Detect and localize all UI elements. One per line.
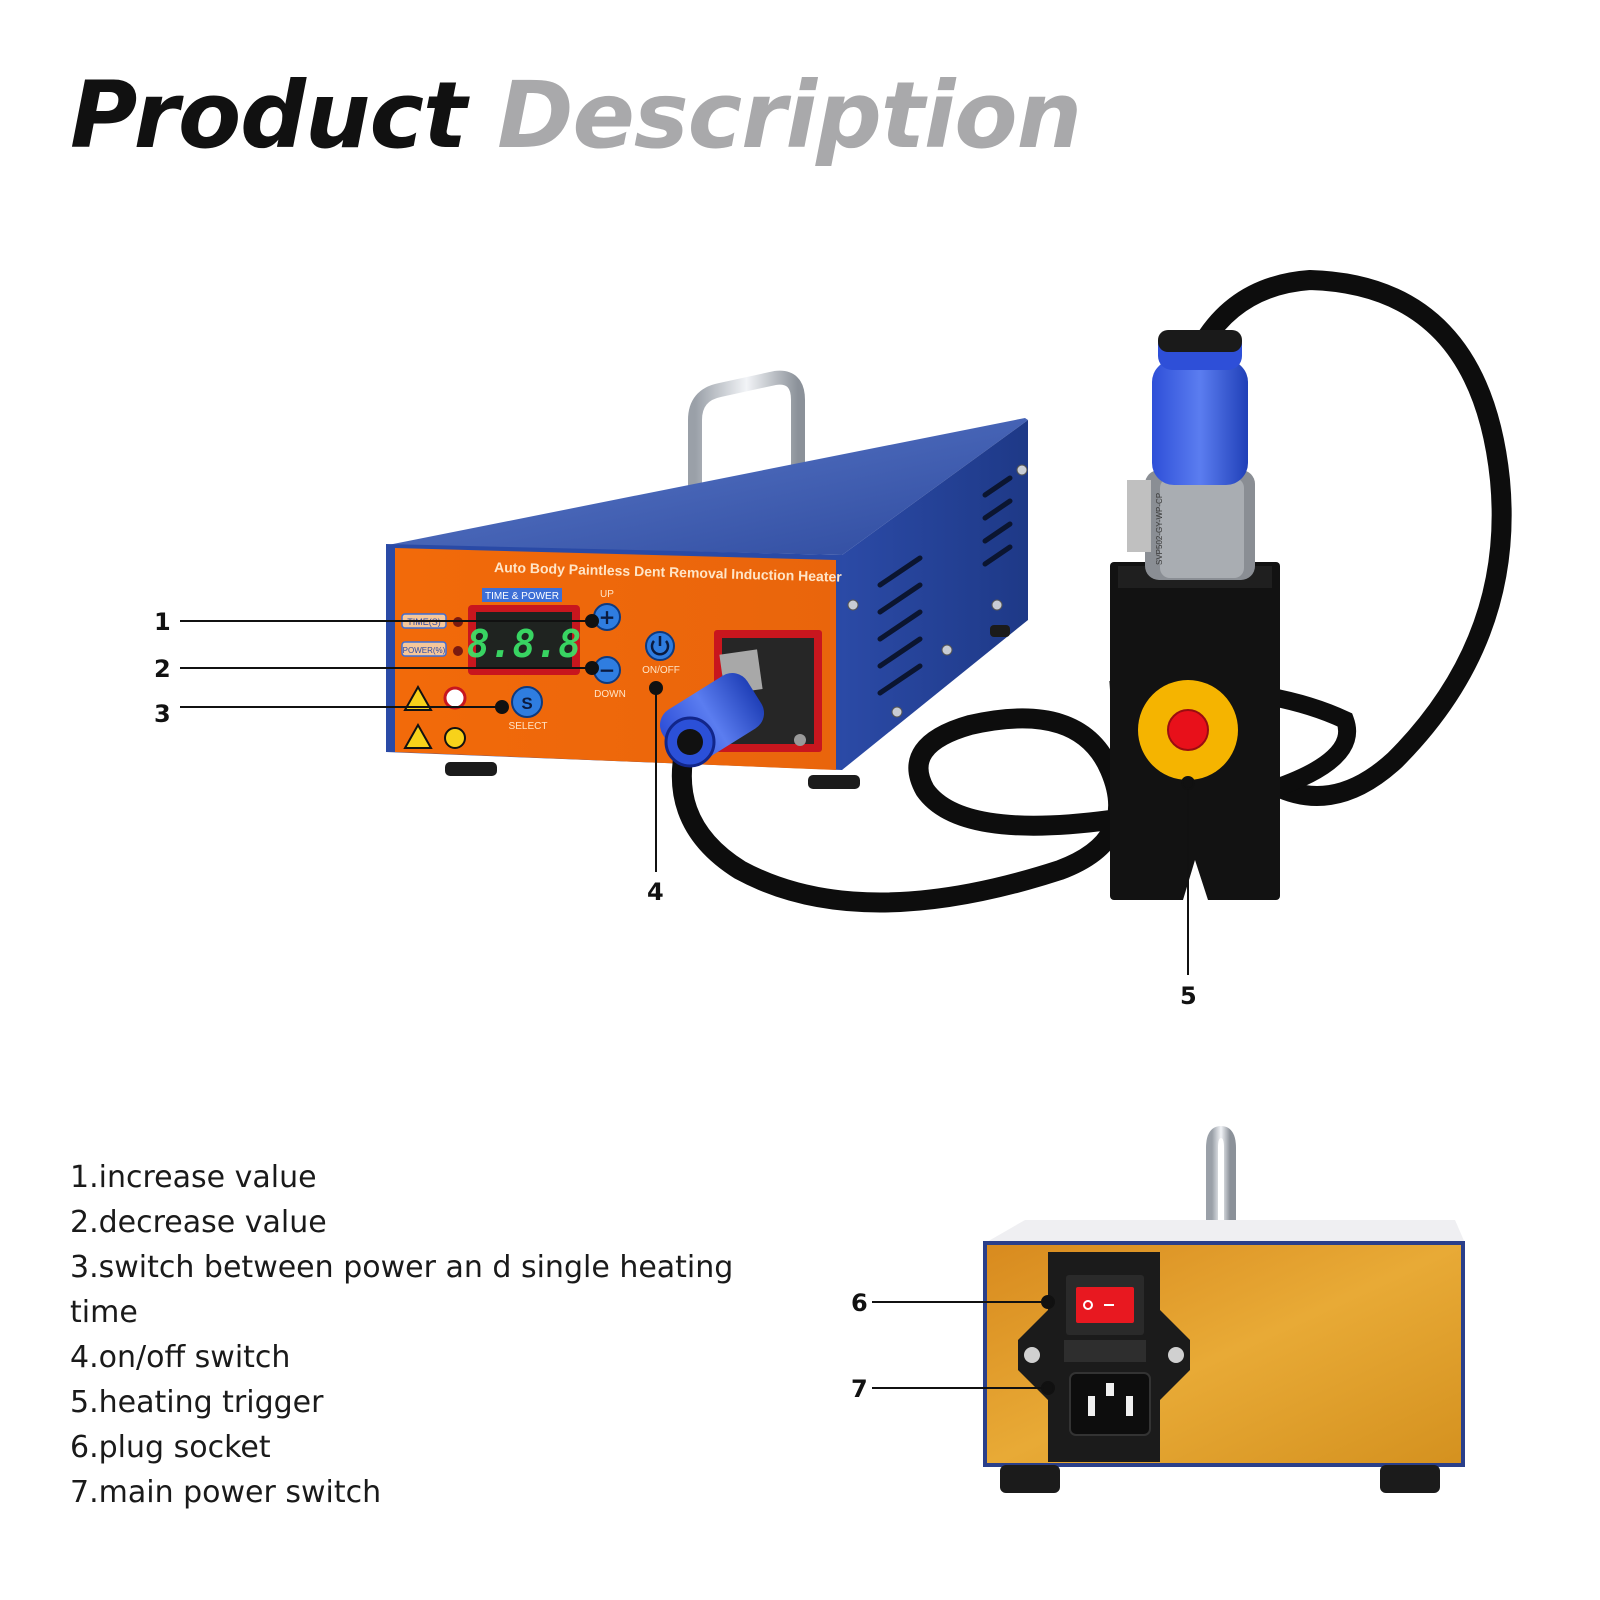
callout-7: 7 [851, 1375, 868, 1403]
prohibited-icon [443, 686, 467, 710]
select-letter: S [521, 694, 532, 713]
list-item: 7.main power switch [70, 1475, 382, 1510]
callout-3: 3 [154, 700, 171, 728]
fuse-holder [1064, 1340, 1146, 1362]
display-header: TIME & POWER [485, 591, 559, 602]
cable-print: SVP502-GY-WP-CP [1155, 493, 1164, 565]
side-screws [847, 464, 1028, 718]
chassis-side [842, 420, 1028, 770]
callout-5: 5 [1180, 982, 1197, 1010]
list-item: 6.plug socket [70, 1430, 271, 1465]
warning-icon-2 [403, 722, 433, 749]
title-word-description: Description [497, 62, 1082, 169]
plus-icon: + [599, 605, 616, 629]
rear-foot [1380, 1465, 1440, 1493]
callout-2: 2 [154, 655, 171, 683]
minus-icon: − [599, 658, 616, 682]
power-indicator-bg [401, 641, 447, 657]
callout-lines [180, 614, 1195, 1395]
title-word-product: Product [70, 62, 467, 169]
callout-4: 4 [647, 878, 664, 906]
power-icon [650, 640, 670, 656]
info-icon [444, 727, 466, 749]
onoff-button[interactable] [645, 631, 675, 661]
warning-icon [403, 684, 433, 711]
rear-foot [1000, 1465, 1060, 1493]
rear-handle [1206, 1125, 1236, 1238]
handpiece-connector: SVP502-GY-WP-CP [1127, 330, 1255, 580]
led-display-value: 8.8.8 [467, 622, 581, 666]
feature-description-list: 1.increase value 2.decrease value 3.swit… [70, 1155, 790, 1515]
down-label: DOWN [594, 689, 626, 700]
up-button[interactable]: + [593, 603, 621, 631]
chassis-top [388, 418, 1028, 555]
side-vents [877, 475, 1013, 696]
select-label: SELECT [509, 721, 548, 732]
foot [445, 762, 497, 776]
heating-trigger[interactable] [1138, 680, 1238, 780]
carry-handle [688, 370, 805, 512]
page-title: Product Description [70, 70, 1082, 162]
iec-inlet [1069, 1372, 1151, 1436]
select-button[interactable]: S [511, 686, 543, 718]
power-led [453, 646, 463, 656]
foot [990, 625, 1010, 637]
power-inlet-module [1018, 1252, 1190, 1462]
rear-top [985, 1220, 1465, 1243]
up-label: UP [600, 589, 614, 600]
power-indicator-label: POWER(%) [403, 646, 446, 655]
list-item: 2.decrease value [70, 1205, 327, 1240]
list-item: 4.on/off switch [70, 1340, 291, 1375]
list-item: 3.switch between power an d single heati… [70, 1250, 734, 1330]
list-item: 1.increase value [70, 1160, 317, 1195]
callout-1: 1 [154, 608, 171, 636]
front-speakon-connector [659, 673, 765, 768]
callout-6: 6 [851, 1289, 868, 1317]
onoff-label: ON/OFF [642, 665, 680, 676]
display-header-bg [482, 588, 562, 602]
handpiece-cable [1195, 269, 1512, 806]
list-item: 5.heating trigger [70, 1385, 324, 1420]
foot [808, 775, 860, 789]
